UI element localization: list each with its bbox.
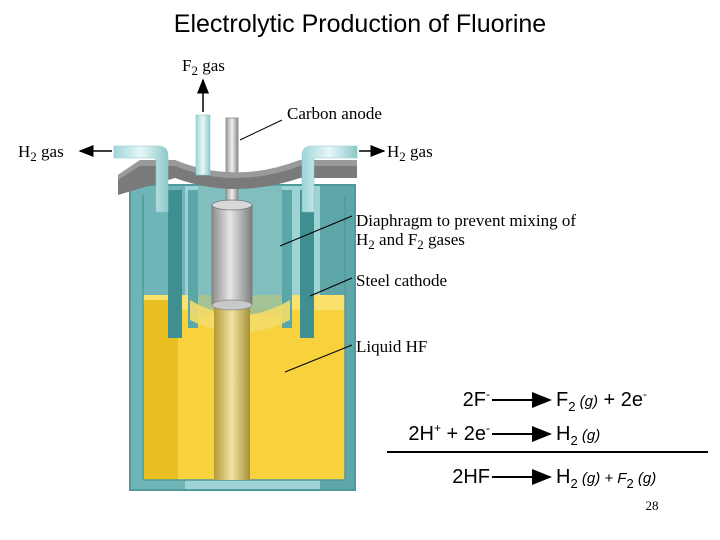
eq2-product: H2 (g)	[556, 423, 600, 448]
h2-gas-left-label: H2 gas	[18, 142, 64, 164]
leader-diaphragm	[279, 215, 353, 247]
diaphragm-right-outer	[300, 190, 314, 338]
gas-pipes	[113, 114, 358, 213]
carbon-anode	[211, 117, 253, 480]
diaphragm-left-outer	[168, 190, 182, 338]
diaphragm-label-line2: H2 and F2 gases	[356, 230, 465, 252]
eq2-reactant: 2H+ + 2e-	[408, 421, 490, 445]
f2-outlet-pipe	[195, 114, 211, 176]
slide-title: Electrolytic Production of Fluorine	[173, 10, 547, 38]
leader-liquid-hf	[284, 344, 353, 373]
steel-cathode-label: Steel cathode	[356, 271, 447, 290]
diaphragm-label-line1: Diaphragm to prevent mixing of	[356, 211, 576, 230]
liquid-hf-label: Liquid HF	[356, 337, 427, 356]
eq1-reactant: 2F-	[463, 387, 490, 411]
h2-gas-right-label: H2 gas	[387, 142, 433, 164]
tank-lid	[118, 160, 357, 195]
h2-left-pipe	[113, 145, 169, 213]
leader-carbon-anode	[239, 119, 283, 141]
eq1-product: F2 (g) + 2e-	[556, 387, 647, 414]
leader-lines	[239, 119, 353, 373]
gas-arrows	[78, 78, 386, 157]
eq3-reactant: 2HF	[452, 466, 490, 488]
diaphragm	[168, 190, 314, 338]
h2-right-pipe	[301, 145, 358, 213]
page-number: 28	[646, 498, 659, 513]
carbon-anode-label: Carbon anode	[287, 104, 382, 123]
liquid-left-shade	[143, 300, 178, 480]
eq3-product: H2 (g) + F2 (g)	[556, 466, 656, 491]
leader-steel-cathode	[309, 277, 353, 297]
equations: 2F- F2 (g) + 2e- 2H+ + 2e- H2 (g) 2HF H2…	[387, 387, 708, 491]
f2-gas-label: F2 gas	[182, 56, 225, 78]
diaphragm-left-inner	[188, 190, 198, 328]
diaphragm-right-inner	[282, 190, 292, 328]
